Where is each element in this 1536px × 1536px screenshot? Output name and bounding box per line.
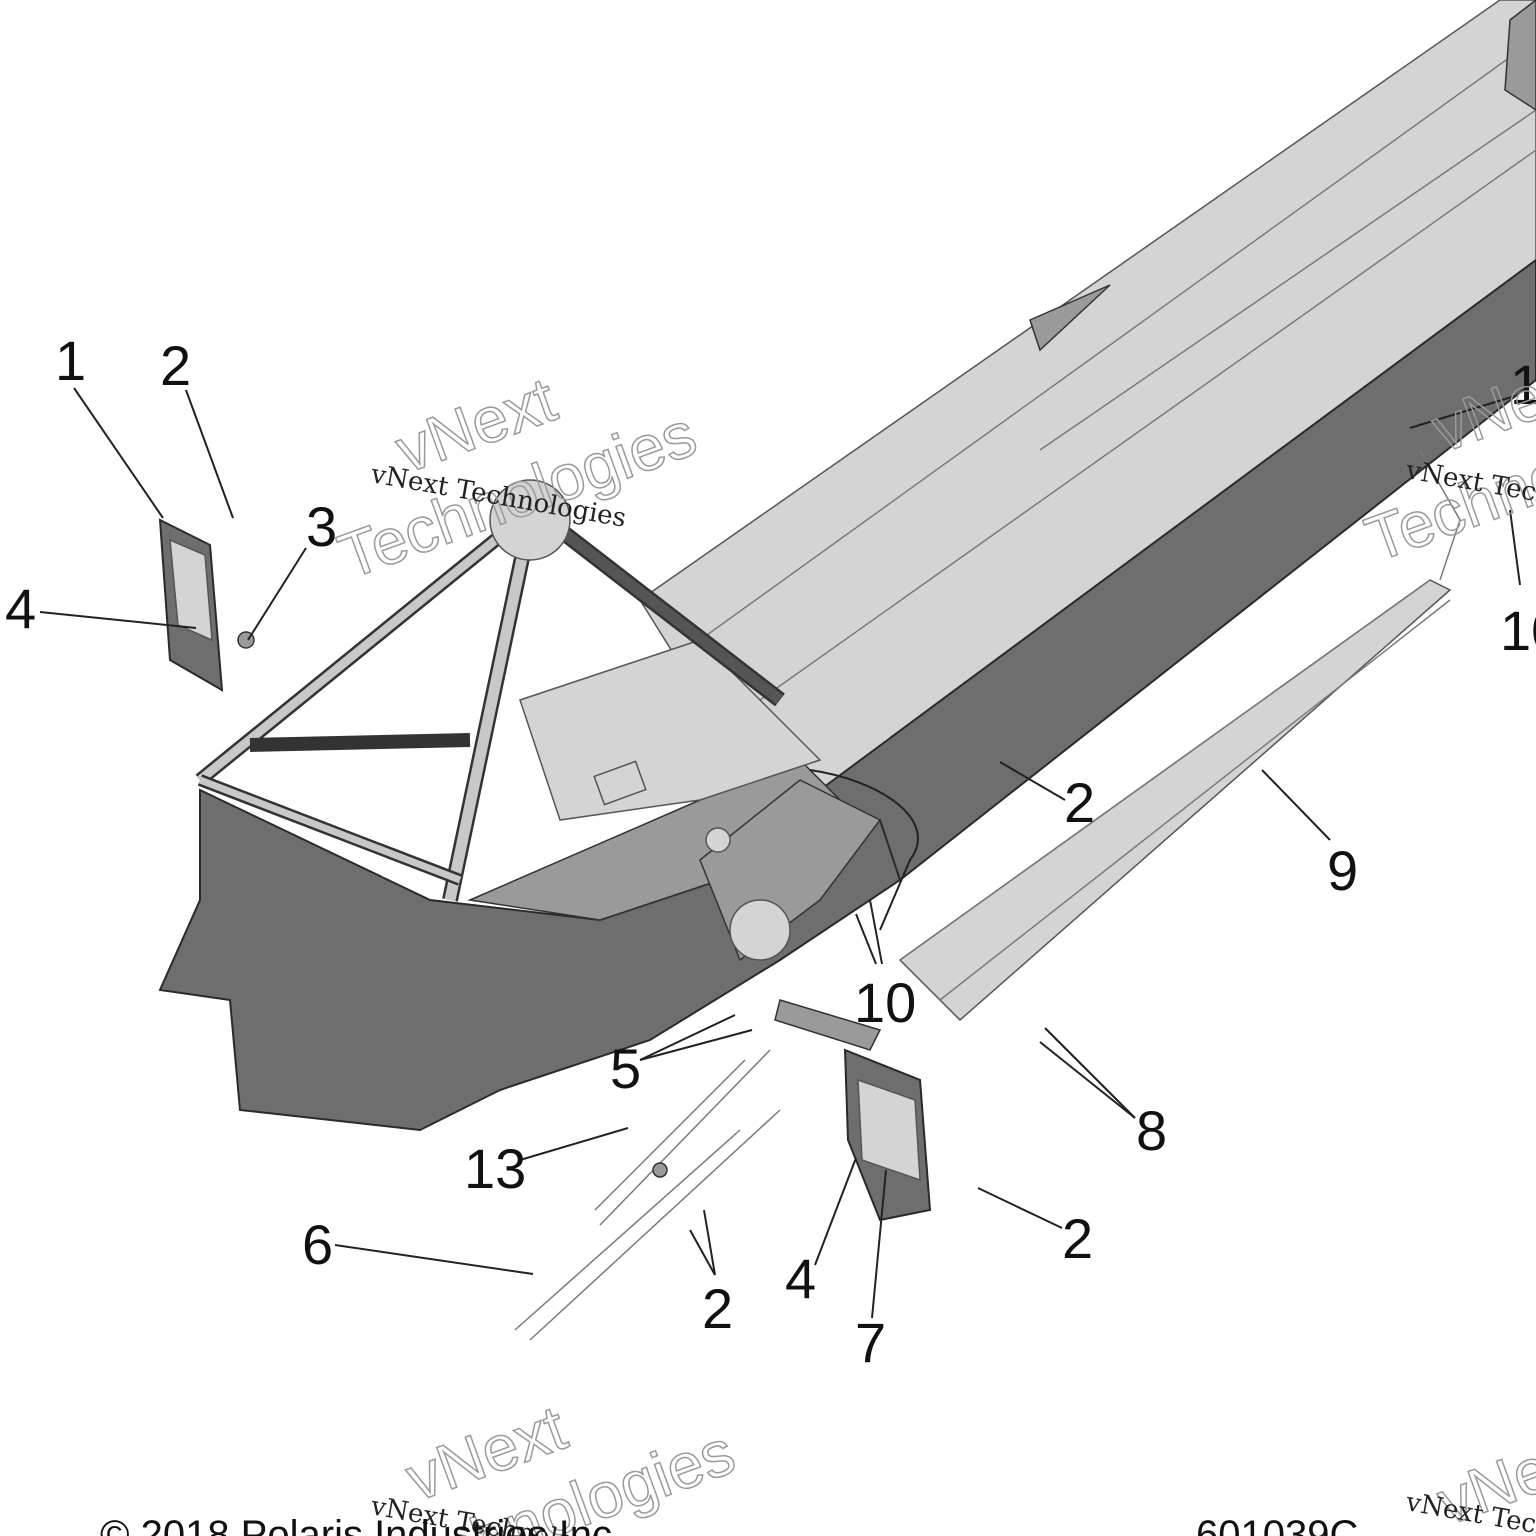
callout-6: 6 [302, 1213, 333, 1276]
copyright-text: © 2018 Polaris Industries Inc. [100, 1513, 623, 1536]
left-side-panel [158, 518, 255, 692]
leader-lines [39, 387, 1521, 1319]
label-plate [593, 760, 647, 806]
callout-4-bottom: 4 [785, 1247, 816, 1310]
callout-2-bottom: 2 [702, 1277, 733, 1340]
callout-10-mid: 10 [854, 971, 916, 1034]
callout-2-mid: 2 [1064, 771, 1095, 834]
mount-hole [729, 899, 791, 961]
callout-1: 1 [55, 329, 86, 392]
callout-2-top: 2 [160, 334, 191, 397]
callout-10-right: 10 [1500, 599, 1536, 662]
callout-8: 8 [1136, 1099, 1167, 1162]
lower-strips [514, 1049, 781, 1341]
callout-13: 13 [464, 1137, 526, 1200]
watermark-top: vNext Technologies [329, 362, 706, 593]
callout-labels: 1 2 3 4 1 10 2 9 10 5 8 13 6 2 4 7 2 [5, 329, 1536, 1374]
diagram-number: 601039C [1196, 1513, 1358, 1536]
callout-3: 3 [306, 495, 337, 558]
front-chassis [158, 639, 902, 1132]
callout-7: 7 [855, 1311, 886, 1374]
callout-5: 5 [610, 1037, 641, 1100]
tripod-frame [195, 479, 919, 931]
steering-hub [489, 479, 571, 561]
right-side-panel [774, 999, 932, 1222]
callout-2-lowright: 2 [1062, 1207, 1093, 1270]
callout-4-left: 4 [5, 577, 36, 640]
callout-9: 9 [1327, 839, 1358, 902]
running-board [898, 449, 1461, 1022]
callout-1-right: 1 [1510, 353, 1536, 416]
